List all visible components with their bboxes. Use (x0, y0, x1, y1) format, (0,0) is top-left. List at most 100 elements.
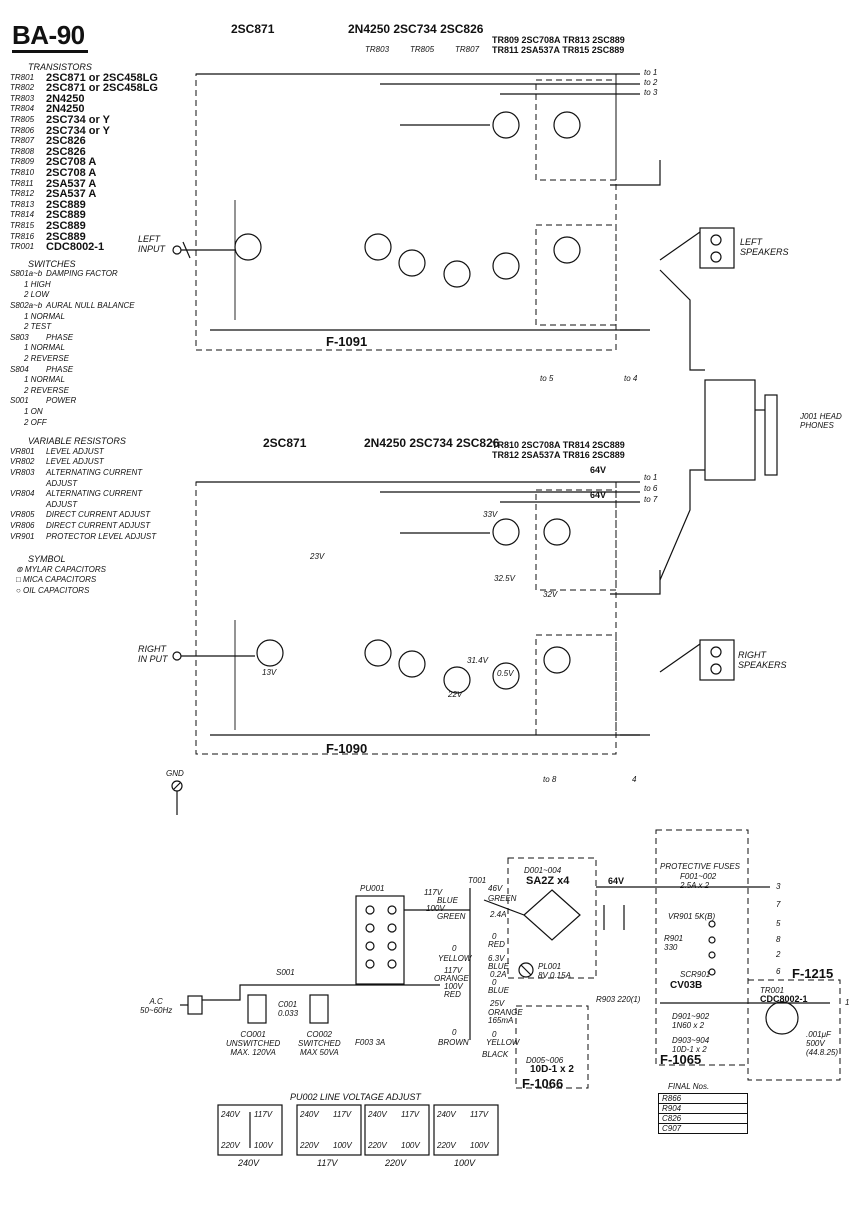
switch-option: 2 LOW (24, 290, 49, 300)
sec-165ma: 165mA (488, 1016, 514, 1025)
vr-name: DIRECT CURRENT ADJUST (46, 520, 151, 530)
lv-label-br: 100V (470, 1141, 489, 1150)
switch-ref: S804 (10, 364, 29, 374)
headphones-label: J001 HEAD PHONES (800, 412, 842, 430)
tr001-label: TR001 (760, 986, 785, 995)
switches-title: SWITCHES (28, 258, 76, 269)
transistor-value: 2SC889 (46, 209, 86, 222)
line-voltage-title: PU002 LINE VOLTAGE ADJUST (290, 1092, 421, 1102)
lv-caption: 240V (238, 1158, 260, 1168)
transistor-value: 2SC871 or 2SC458LG (46, 71, 158, 84)
cdc8002-label: CDC8002-1 (760, 994, 808, 1004)
vr901-label: VR901 5K(B) (668, 912, 716, 921)
out-to-1-r: to 1 (644, 473, 658, 482)
vr-row: VR901 PROTECTOR LEVEL ADJUST (10, 532, 190, 543)
volt-0-5v: 0.5V (497, 669, 514, 678)
cv03b-label: CV03B (670, 980, 703, 991)
tap-green: GREEN (437, 912, 466, 921)
lv-label-tl: 240V (437, 1110, 456, 1119)
vr-ref: VR901 (10, 531, 35, 541)
pu-pin-5 (387, 905, 397, 915)
sec-0-b: 0 (492, 978, 497, 987)
lv-caption: 220V (385, 1158, 407, 1168)
output-stage-outline-2 (535, 224, 617, 326)
transistor-value: 2SC708 A (46, 166, 97, 179)
transistor-value: 2SC826 (46, 135, 86, 148)
headphone-section (659, 269, 778, 481)
ac-wiring (210, 984, 440, 1001)
board-outline-f1091 (195, 73, 617, 351)
tr805-symbol (398, 249, 426, 277)
tr807-label: TR807 (455, 45, 480, 54)
rail-64v-label: 64V (608, 876, 625, 886)
term-7: 7 (776, 900, 781, 909)
vr-name: PROTECTOR LEVEL ADJUST (46, 531, 157, 541)
co002-outlet (309, 994, 329, 1024)
transistor-ref: TR808 (10, 146, 35, 156)
output-wire (610, 160, 661, 186)
right-speakers-label: RIGHT SPEAKERS (738, 650, 787, 670)
tr805-label: TR805 (410, 45, 435, 54)
right-input-jack (172, 651, 182, 661)
vr-name: ALTERNATING CURRENT ADJUST (46, 467, 143, 488)
out-4: 4 (632, 775, 637, 784)
transistor-value: 2SA537 A (46, 188, 97, 201)
top-header-right-2: TR811 2SA537A TR815 2SC889 (492, 45, 625, 55)
pu-pin-8 (387, 959, 397, 969)
vr-ref: VR803 (10, 467, 35, 477)
c001-label: C001 0.033 (278, 1000, 299, 1018)
top-header-transistors: 2N4250 2SC734 2SC826 (348, 22, 484, 36)
final-nos-title: FINAL Nos. (668, 1082, 710, 1091)
symbol-title: SYMBOL (28, 554, 66, 565)
co001-label: CO001 UNSWITCHED MAX. 120VA (226, 1030, 281, 1057)
transistor-ref: TR814 (10, 210, 35, 220)
lv-label-tr: 117V (470, 1110, 489, 1119)
pilot-lamp-cross (520, 964, 532, 976)
symbol-row: ⊚ MYLAR CAPACITORS (16, 564, 106, 574)
board-label-f1091: F-1091 (326, 334, 368, 349)
d903-mark (708, 951, 716, 959)
pu-pin-4 (365, 959, 375, 969)
transistor-ref: TR803 (10, 93, 35, 103)
transistor-ref: TR809 (10, 157, 35, 167)
lv-box-3 (364, 1104, 430, 1156)
tr813-symbol (553, 111, 581, 139)
left-speakers-label: LEFT SPEAKERS (740, 237, 789, 257)
headphone-wire-2 (659, 469, 705, 581)
switch-ref: S803 (10, 332, 29, 342)
symbol-row: □ MICA CAPACITORS (16, 575, 97, 585)
lv-label-bl: 220V (221, 1141, 240, 1150)
pl001-label: PL001 8V 0.15A (538, 962, 571, 980)
sec-yellow: YELLOW (486, 1038, 520, 1047)
t001-label: T001 (468, 876, 487, 885)
volt-31-4v: 31.4V (467, 656, 488, 665)
left-input-jack (172, 245, 182, 255)
tap-100v: 100V (426, 904, 445, 913)
switch-name: DAMPING FACTOR (46, 269, 118, 279)
tap-0-b: 0 (452, 1028, 457, 1037)
tap-0-a: 0 (452, 944, 457, 953)
sec-25v: 25V (490, 999, 505, 1008)
volt-33v: 33V (483, 510, 498, 519)
transistor-row: TR812 2SA537 A (10, 189, 190, 200)
final-nos-row: C907 (658, 1123, 748, 1134)
transistor-ref: TR804 (10, 104, 35, 114)
output-stage-outline (535, 79, 617, 181)
switch-name: PHASE (46, 364, 74, 374)
sec-blue-b: BLUE (488, 986, 509, 995)
vr-row: VR803 ALTERNATING CURRENT ADJUST (10, 468, 190, 489)
transistor-ref: TR812 (10, 189, 35, 199)
tap-red: RED (444, 990, 461, 999)
d904-mark (708, 968, 716, 976)
term-6: 6 (776, 967, 781, 976)
